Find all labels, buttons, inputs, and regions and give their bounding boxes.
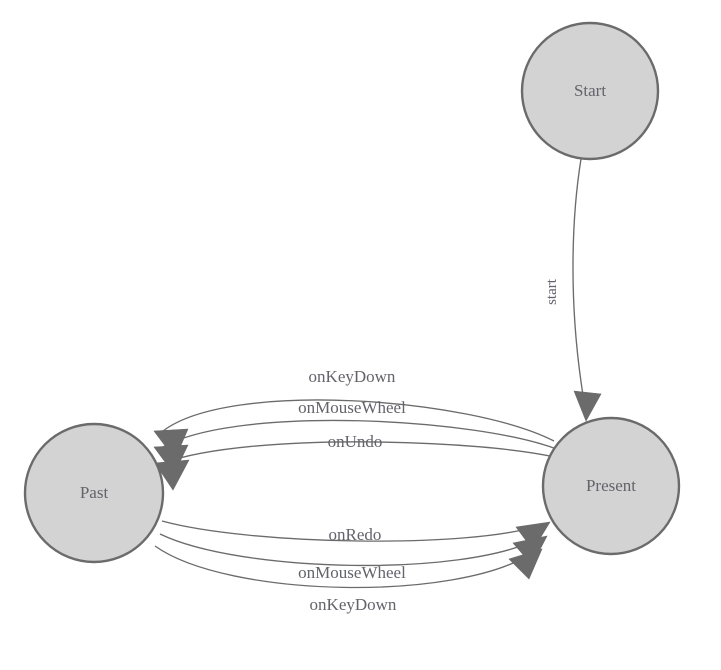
edge-label-past-to-present-onkeydown: onKeyDown [310, 595, 397, 614]
edge-start-to-present-path [572, 158, 584, 396]
edge-past-to-present-onkeydown-path [154, 545, 533, 589]
node-start-circle [520, 21, 660, 161]
edge-label-past-to-present-onmousewheel: onMouseWheel [298, 563, 406, 582]
edge-label-start: start [544, 278, 560, 305]
edge-past-to-present-onmousewheel-path [159, 533, 538, 567]
edge-label-present-to-past-onkeydown: onKeyDown [309, 367, 396, 386]
edge-past-to-present-onredo-path [161, 520, 542, 542]
edge-layer [153, 158, 602, 589]
node-past-label: Past [80, 483, 109, 502]
node-start[interactable]: Start [520, 21, 660, 161]
edge-present-to-past-onkeydown-path [162, 399, 555, 442]
edge-present-to-past-onmousewheel-arrowhead [153, 444, 189, 475]
edge-start-to-present-arrowhead [573, 390, 602, 422]
node-present[interactable]: Present [541, 416, 681, 556]
node-past-circle [23, 422, 165, 564]
edge-present-to-past-onundo-path [163, 441, 564, 464]
edge-past-to-present-onredo[interactable] [161, 520, 551, 551]
edge-label-past-to-present-onredo: onRedo [329, 525, 382, 544]
node-layer: Start Past Present [23, 21, 681, 564]
edge-past-to-present-onkeydown-arrowhead [508, 548, 543, 580]
node-start-label: Start [574, 81, 606, 100]
node-present-circle [541, 416, 681, 556]
edge-present-to-past-onundo-arrowhead [154, 459, 190, 491]
edge-present-to-past-onkeydown-arrowhead [153, 428, 189, 460]
edge-past-to-present-onredo-arrowhead [515, 521, 551, 551]
edge-present-to-past-onmousewheel-path [162, 419, 560, 451]
edge-present-to-past-onundo[interactable] [154, 441, 564, 491]
edge-past-to-present-onkeydown[interactable] [154, 545, 543, 589]
edge-present-to-past-onkeydown[interactable] [153, 399, 555, 460]
node-present-label: Present [586, 476, 636, 495]
node-past[interactable]: Past [23, 422, 165, 564]
edge-start-to-present[interactable] [572, 158, 602, 422]
edge-present-to-past-onmousewheel[interactable] [153, 419, 560, 475]
edge-label-present-to-past-onmousewheel: onMouseWheel [298, 398, 406, 417]
edge-label-layer: start onKeyDown onMouseWheel onUndo onRe… [298, 278, 560, 614]
edge-label-present-to-past-onundo: onUndo [328, 432, 383, 451]
